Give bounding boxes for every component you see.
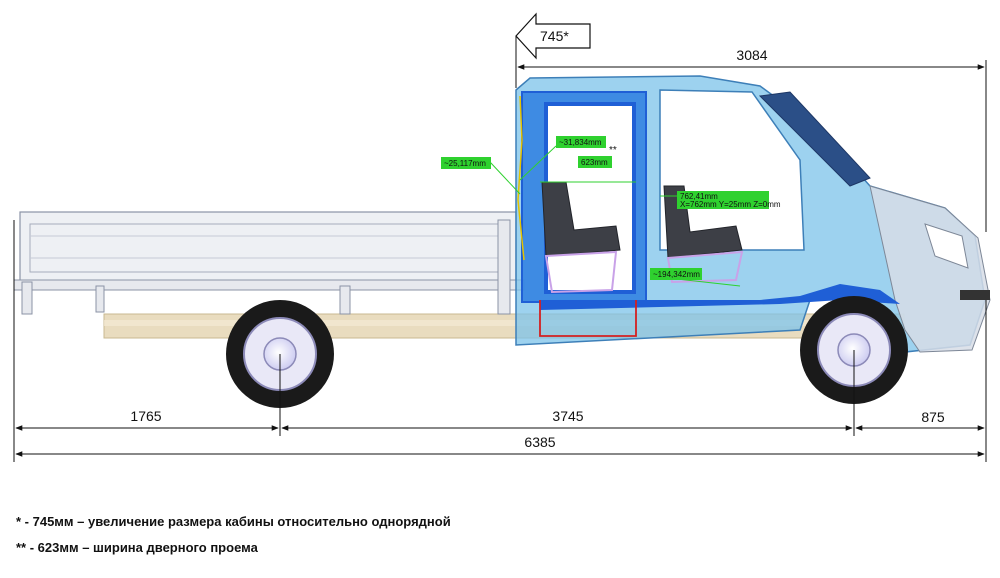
measurement-tag-4: 762,41mm X=762mm Y=25mm Z=0mm bbox=[677, 191, 781, 209]
dimension-cab-to-front: 3084 bbox=[736, 47, 767, 63]
dimension-lines bbox=[13, 36, 987, 462]
dimension-overall-length: 6385 bbox=[524, 434, 555, 450]
measurement-tag-5: ~194,342mm bbox=[650, 268, 702, 280]
cab-increase-label: 745* bbox=[540, 28, 569, 44]
door-width-mark: ** bbox=[609, 145, 617, 156]
measurement-tag-3: 623mm bbox=[578, 156, 612, 168]
svg-text:~194,342mm: ~194,342mm bbox=[653, 270, 700, 279]
cab bbox=[515, 75, 991, 353]
cab-increase-arrow: 745* bbox=[515, 12, 591, 60]
cargo-body bbox=[13, 211, 525, 315]
svg-text:~25,117mm: ~25,117mm bbox=[444, 159, 486, 168]
footnote-cab-increase: * - 745мм – увеличение размера кабины от… bbox=[16, 514, 451, 529]
dimension-front-overhang: 875 bbox=[921, 409, 945, 425]
footnote-door-width: ** - 623мм – ширина дверного проема bbox=[16, 540, 258, 555]
measurement-tag-1: ~31,834mm bbox=[556, 136, 606, 148]
svg-text:623mm: 623mm bbox=[581, 158, 608, 167]
dimension-wheelbase: 3745 bbox=[552, 408, 583, 424]
svg-text:X=762mm Y=25mm Z=0mm: X=762mm Y=25mm Z=0mm bbox=[680, 200, 781, 209]
measurement-tag-2: ~25,117mm bbox=[441, 157, 491, 169]
svg-text:~31,834mm: ~31,834mm bbox=[559, 138, 602, 147]
dimension-rear-overhang: 1765 bbox=[130, 408, 161, 424]
svg-text:762,41mm: 762,41mm bbox=[680, 192, 718, 201]
